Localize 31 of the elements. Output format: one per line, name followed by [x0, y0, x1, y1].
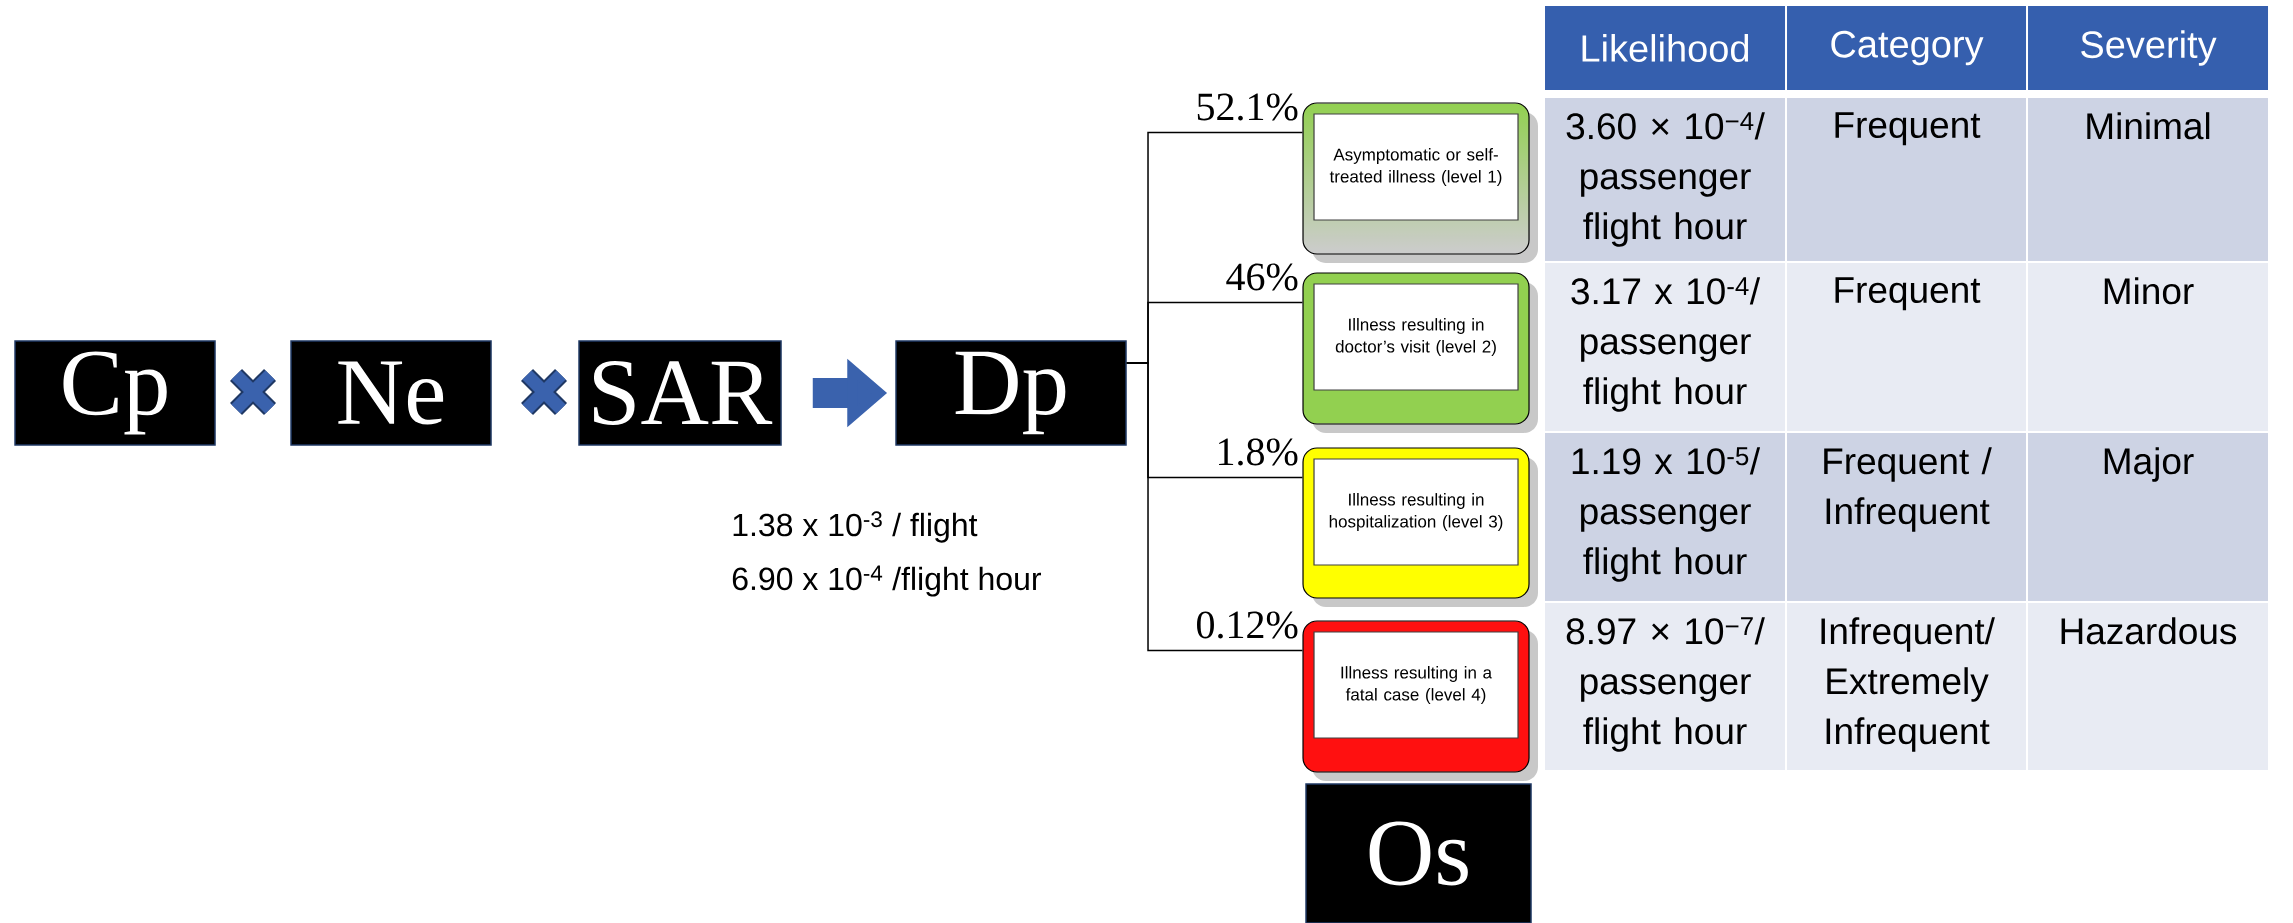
- table-cell: Minimal: [2028, 98, 2268, 261]
- tree-branch: [1126, 362, 1304, 652]
- edge-label: 52.1%: [1194, 92, 1300, 122]
- header-cell: Severity: [2028, 6, 2268, 90]
- factor-box: Cp: [14, 340, 216, 446]
- table-cell: Frequent: [1787, 263, 2026, 431]
- table-cell: Hazardous: [2028, 603, 2268, 770]
- factor-box: SAR: [578, 340, 782, 446]
- table-cell: 3.60 × 10$^{−4}$/ passenger flight hour: [1545, 98, 1785, 261]
- table-cell: Minor: [2028, 263, 2268, 431]
- outcome-box: Illness resulting in a fatal case (level 4): [1302, 620, 1538, 781]
- header-cell: Category: [1787, 6, 2026, 90]
- header-cell: Likelihood: [1545, 6, 1785, 90]
- table-cell: Frequent / Infrequent: [1787, 433, 2026, 601]
- outcome-box: Illness resulting in hospitalization (level 3): [1302, 447, 1538, 607]
- value-text: 1.38 x 10$^{-3}$ / flight: [733, 511, 978, 543]
- edge-label: 1.8%: [1214, 437, 1300, 467]
- outcome-box: Asymptomatic or self-treated illness (level 1): [1302, 102, 1538, 263]
- outcome-box: Illness resulting in doctor’s visit (level 2): [1302, 272, 1538, 433]
- table-cell: 3.17 x 10$^{-4}$/ passenger flight hour: [1545, 263, 1785, 431]
- table-cell: Major: [2028, 433, 2268, 601]
- edge-label: 46%: [1224, 262, 1300, 292]
- value-text: 6.90 x 10$^{-4}$ /flight hour: [732, 565, 1041, 597]
- factor-box: Dp: [895, 340, 1127, 446]
- table-cell: Frequent: [1787, 98, 2026, 261]
- table-cell: Infrequent/ Extremely Infrequent: [1787, 603, 2026, 770]
- factor-box: Os: [1305, 783, 1532, 923]
- table-cell: 8.97 × 10$^{−7}$/ passenger flight hour: [1545, 603, 1785, 770]
- table-cell: 1.19 x 10$^{-5}$/ passenger flight hour: [1545, 433, 1785, 601]
- factor-box: Ne: [290, 340, 492, 446]
- edge-label: 0.12%: [1194, 610, 1300, 640]
